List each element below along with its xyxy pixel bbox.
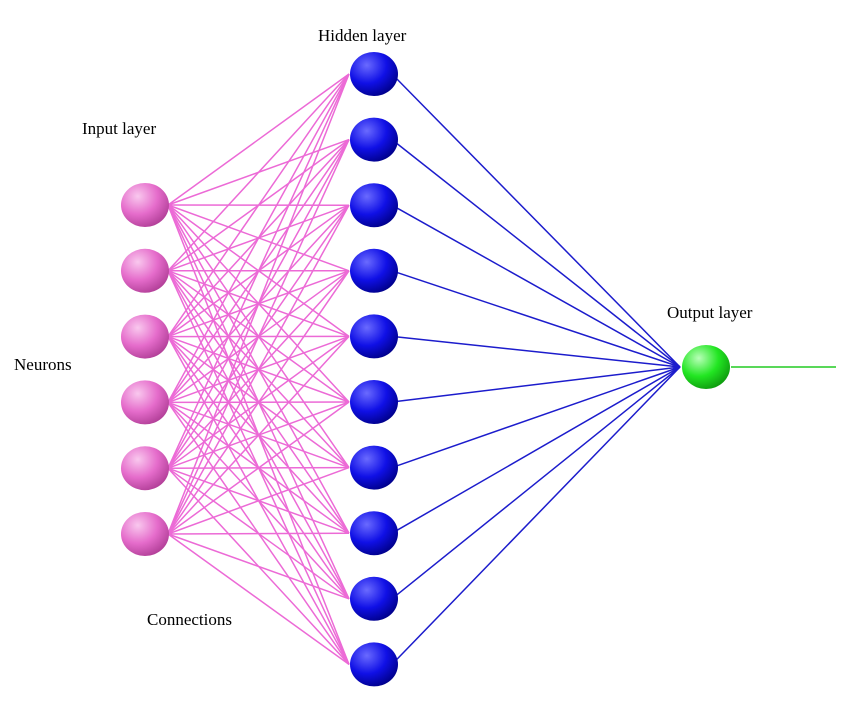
input-layer [121, 183, 169, 556]
connection-hidden-2-output [391, 139, 681, 368]
hidden-neuron-8 [350, 511, 398, 556]
input-neuron-4 [121, 380, 169, 425]
connection-hidden-7-output [391, 366, 681, 469]
connection-hidden-1-output [391, 73, 681, 368]
connection-input-6-hidden-7 [167, 466, 350, 535]
hidden-neuron-2 [350, 117, 398, 162]
connections-label: Connections [147, 610, 232, 629]
hidden-neuron-6 [350, 380, 398, 424]
connection-input-6-hidden-6 [167, 401, 350, 535]
input-layer-label: Input layer [82, 119, 156, 138]
connection-input-3-hidden-1 [167, 73, 350, 338]
connection-input-6-hidden-3 [167, 204, 350, 535]
connection-input-6-hidden-2 [167, 139, 350, 535]
connection-hidden-4-output [391, 270, 681, 368]
connection-input-6-hidden-8 [167, 532, 350, 535]
connection-input-6-hidden-10 [167, 533, 350, 666]
hidden-neuron-1 [350, 52, 398, 96]
hidden-neuron-7 [350, 445, 398, 490]
hidden-neuron-9 [350, 576, 398, 621]
connection-input-6-hidden-9 [167, 533, 350, 600]
connection-input-2-hidden-1 [167, 73, 350, 272]
input-neuron-6 [121, 512, 169, 556]
connection-hidden-6-output [391, 366, 681, 403]
connection-input-1-hidden-1 [167, 73, 350, 206]
connection-hidden-8-output [391, 366, 681, 534]
connection-hidden-9-output [391, 366, 681, 600]
hidden-layer [350, 52, 398, 687]
output-layer-label: Output layer [667, 303, 753, 322]
hidden-layer-label: Hidden layer [318, 26, 407, 45]
connection-input-6-hidden-4 [167, 270, 350, 535]
connection-hidden-3-output [391, 204, 681, 368]
input-neuron-3 [121, 314, 169, 359]
connection-input-5-hidden-1 [167, 73, 350, 469]
hidden-neuron-3 [350, 183, 398, 228]
input-neuron-2 [121, 248, 169, 293]
input-neuron-5 [121, 446, 169, 491]
hidden-neuron-4 [350, 248, 398, 293]
neurons-label: Neurons [14, 355, 72, 374]
input-neuron-1 [121, 183, 169, 227]
connection-input-4-hidden-1 [167, 73, 350, 403]
connection-hidden-5-output [391, 335, 681, 368]
hidden-neuron-10 [350, 642, 398, 687]
connection-input-6-hidden-1 [167, 73, 350, 535]
connection-hidden-10-output [391, 366, 681, 665]
output-neuron [682, 345, 730, 389]
input-hidden-connections [167, 73, 350, 666]
connection-input-6-hidden-5 [167, 335, 350, 535]
hidden-neuron-5 [350, 314, 398, 359]
hidden-output-connections [391, 73, 681, 665]
